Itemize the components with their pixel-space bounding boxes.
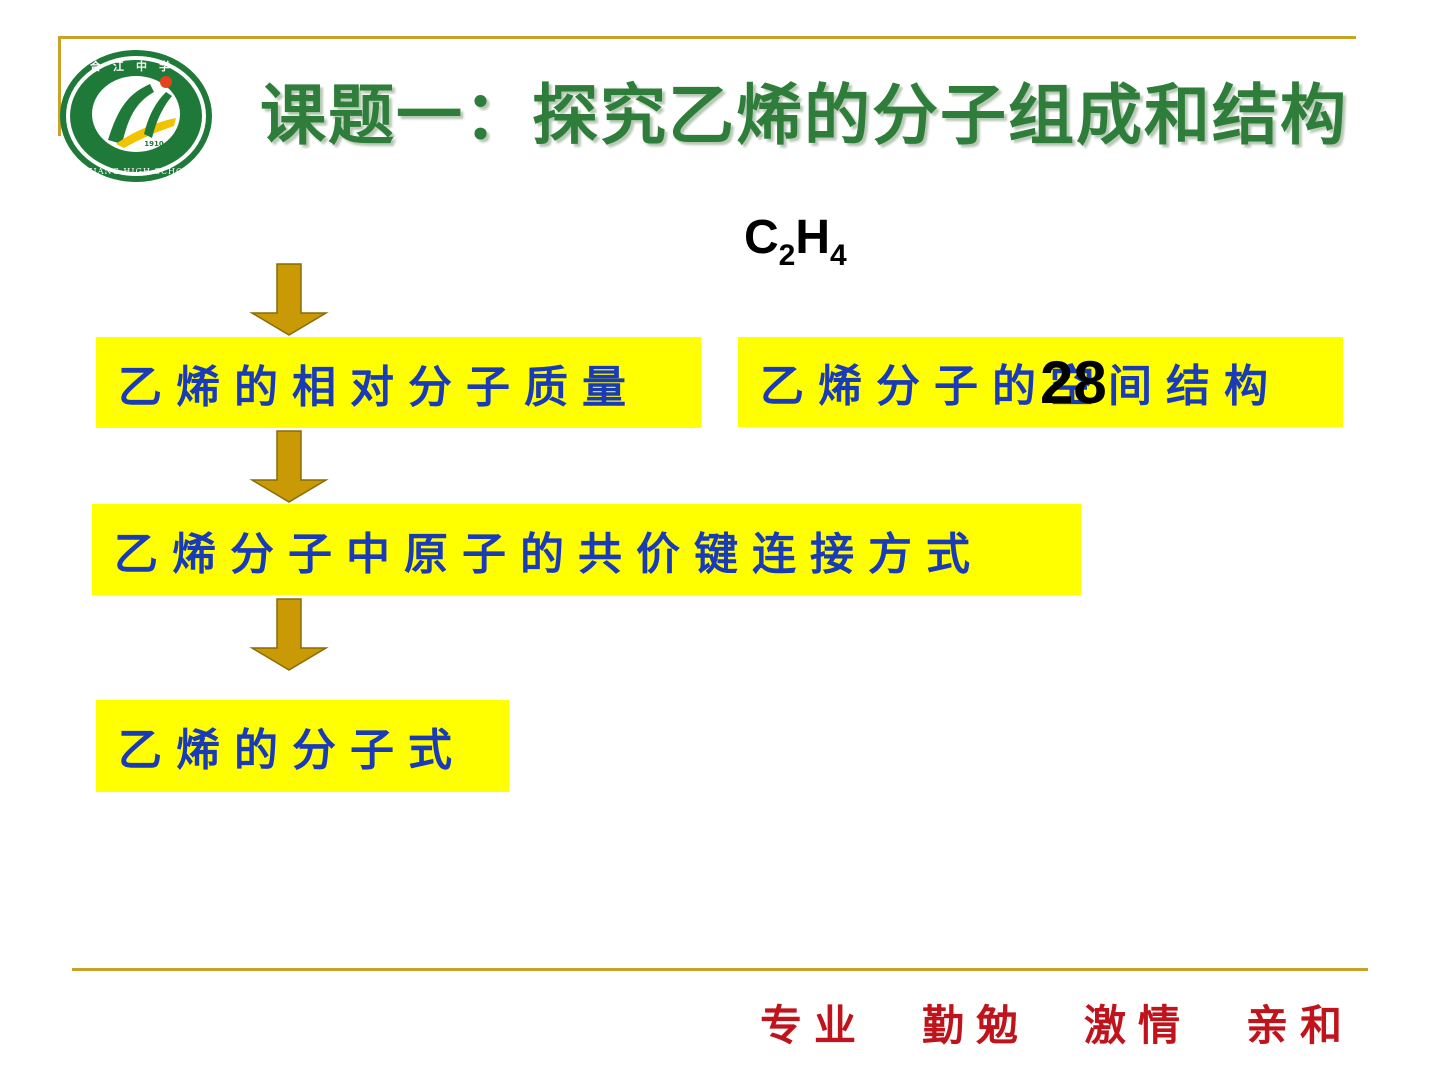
formula-c: C [744, 211, 779, 264]
motto-item: 亲和 [1246, 1001, 1355, 1050]
school-motto: 专业 勤勉 激情 亲和 [760, 998, 1354, 1054]
logo-text-bottom: HEJIANG HIGH SCHOOL [75, 167, 198, 176]
school-logo: 合江中学 1910 HEJIANG HIGH SCHOOL [60, 50, 212, 182]
formula-c-subscript: 2 [778, 239, 796, 272]
relative-molecular-mass-box: 乙烯的相对分子质量 [96, 337, 701, 428]
slide-title: 课题一：探究乙烯的分子组成和结构 [260, 76, 1348, 154]
molecular-formula-box: 乙烯的分子式 [96, 700, 509, 792]
logo-text-top: 合江中学 [90, 59, 182, 73]
down-arrow-icon [249, 598, 329, 671]
covalent-bond-connection-box: 乙烯分子中原子的共价键连接方式 [92, 504, 1081, 595]
motto-item: 专业 [760, 1001, 869, 1050]
down-arrow-icon [249, 263, 329, 336]
ethylene-formula: C2H4 [744, 208, 847, 274]
formula-h: H [795, 211, 831, 264]
formula-h-subscript: 4 [830, 239, 847, 272]
bottom-border-line [72, 968, 1368, 971]
left-border-line [58, 36, 61, 136]
molecular-mass-value: 28 [1040, 349, 1107, 416]
motto-item: 勤勉 [922, 1001, 1031, 1050]
down-arrow-icon [249, 430, 329, 503]
spatial-structure-box: 乙烯分子的空间结构 [738, 337, 1343, 427]
logo-year: 1910 [144, 140, 164, 148]
top-border-line [58, 36, 1356, 39]
motto-item: 激情 [1084, 1001, 1193, 1050]
